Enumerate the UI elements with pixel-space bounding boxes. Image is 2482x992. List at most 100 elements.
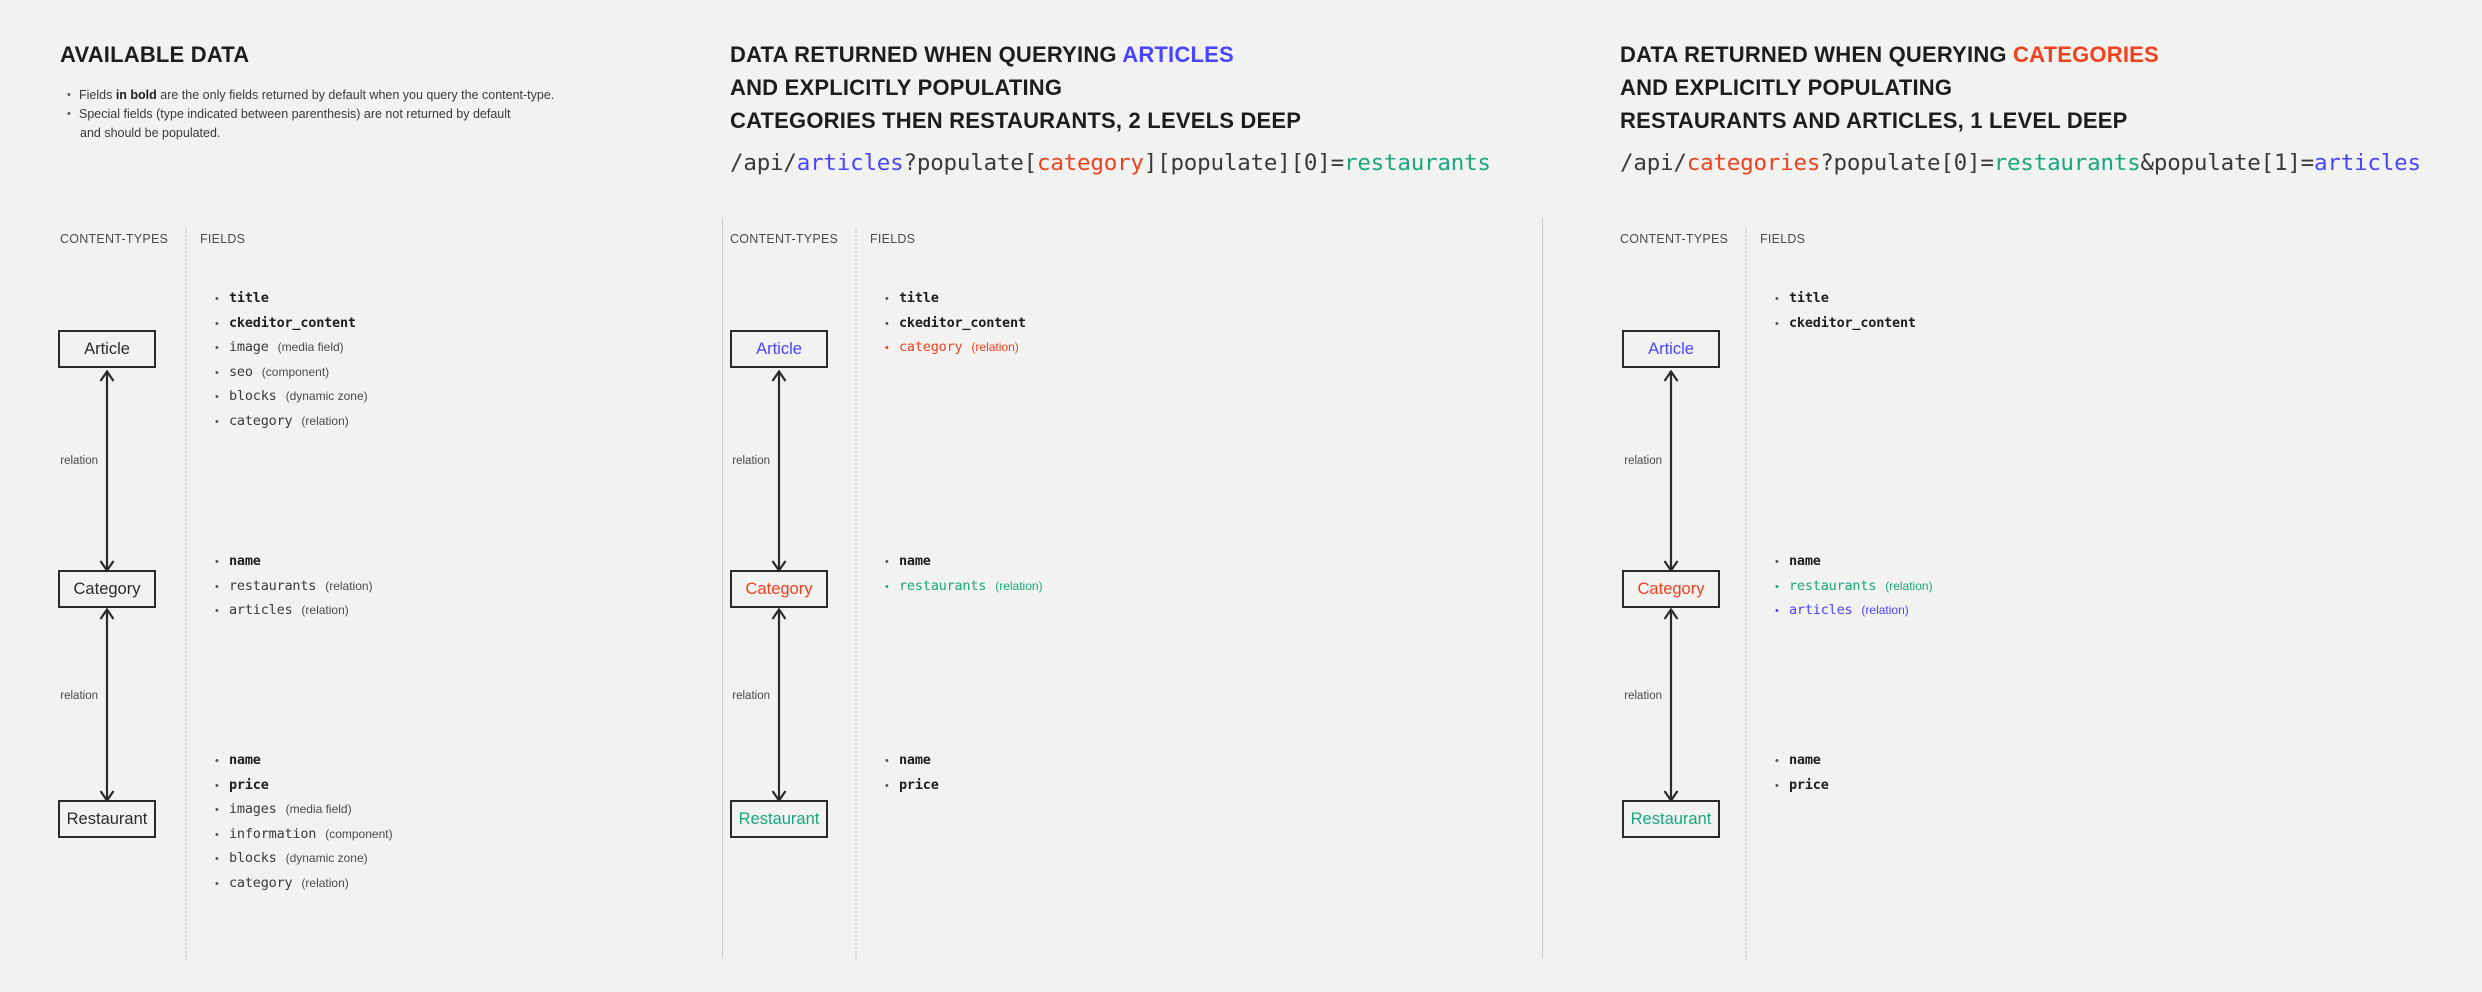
field-name: title <box>229 290 269 306</box>
caption-content-types: CONTENT-TYPES <box>60 232 169 246</box>
field-name: image <box>229 339 269 355</box>
endpoint-segment: restaurants <box>1993 150 2141 176</box>
field-row: • name <box>1775 752 1829 768</box>
field-name: articles <box>229 602 293 618</box>
heading-text: RESTAURANTS AND ARTICLES, 1 LEVEL DEEP <box>1620 108 2128 133</box>
field-name: category <box>899 339 963 355</box>
heading-text: DATA RETURNED WHEN QUERYING <box>1620 42 2014 67</box>
bullet-icon: • <box>885 342 889 354</box>
field-row: • images (media field) <box>215 801 393 817</box>
field-name: name <box>1789 752 1821 768</box>
endpoint-segment: &populate[1]= <box>2140 150 2315 176</box>
heading-line: AND EXPLICITLY POPULATING <box>1620 71 2159 104</box>
field-name: blocks <box>229 388 277 404</box>
entity-box-restaurant[interactable]: Restaurant <box>730 800 828 838</box>
field-name: restaurants <box>1789 577 1877 594</box>
field-type: (relation) <box>1861 603 1909 617</box>
bullet-icon: • <box>1775 605 1779 617</box>
field-name: name <box>899 553 931 569</box>
field-name: category <box>229 412 293 429</box>
relation-label: relation <box>1624 690 1662 702</box>
field-type: (relation) <box>995 578 1043 593</box>
entity-box-category[interactable]: Category <box>58 570 156 608</box>
field-row: •name <box>885 752 939 768</box>
bullet-icon: • <box>885 293 889 305</box>
field-group-category: •name•restaurants(relation)•articles(rel… <box>215 553 373 627</box>
field-name: ckeditor_content <box>1789 314 1916 331</box>
field-name: images <box>229 801 277 817</box>
bullet-icon: • <box>215 317 219 330</box>
heading-line: AVAILABLE DATA <box>60 42 250 67</box>
field-name: name <box>1789 553 1821 569</box>
field-row: •restaurants(relation) <box>1775 578 1933 594</box>
legend-note-bold: in bold <box>115 88 157 102</box>
bullet-icon: • <box>215 877 219 890</box>
entity-box-restaurant[interactable]: Restaurant <box>1622 800 1720 838</box>
fields-column-separator <box>855 228 857 960</box>
field-row: •seo(component) <box>215 364 368 380</box>
heading-line: DATA RETURNED WHEN QUERYING CATEGORIES <box>1620 38 2159 71</box>
entity-box-category[interactable]: Category <box>1622 570 1720 608</box>
bullet-icon: • <box>215 580 219 593</box>
relation-label: relation <box>1624 455 1662 467</box>
field-row: •name <box>1775 553 1933 569</box>
heading-line: RESTAURANTS AND ARTICLES, 1 LEVEL DEEP <box>1620 104 2159 137</box>
fields-column-separator <box>185 228 187 960</box>
field-row: • name <box>215 553 373 569</box>
heading-text: AND EXPLICITLY POPULATING <box>1620 75 1953 100</box>
field-row: •articles(relation) <box>215 602 373 618</box>
panel-available-data: AVAILABLE DATA Fields in bold are the onl… <box>0 0 722 992</box>
field-name: blocks <box>229 850 277 866</box>
field-type: (relation) <box>971 340 1019 354</box>
entity-box-restaurant[interactable]: Restaurant <box>58 800 156 838</box>
field-group-category: •name•restaurants(relation)•articles(rel… <box>1775 553 1933 627</box>
bullet-icon: • <box>215 556 219 568</box>
field-type: (relation) <box>301 413 349 428</box>
panel-querying-categories: DATA RETURNED WHEN QUERYING CATEGORIES AN… <box>1542 0 2482 992</box>
bullet-icon: • <box>885 580 889 593</box>
panel-divider <box>1542 218 1543 958</box>
bullet-icon: • <box>215 804 219 816</box>
caption-fields: FIELDS <box>870 232 916 246</box>
field-name: ckeditor_content <box>229 314 356 331</box>
entity-box-article[interactable]: Article <box>58 330 156 368</box>
endpoint-segment: ?populate[0]= <box>1820 150 1994 176</box>
bullet-icon: • <box>215 853 219 865</box>
bullet-icon: • <box>215 755 219 767</box>
field-group-article: •title•ckeditor_content•category(relatio… <box>885 290 1026 364</box>
bullet-icon: • <box>215 605 219 617</box>
field-type: (dynamic zone) <box>285 389 368 403</box>
field-name: title <box>899 290 939 306</box>
api-endpoint: /api/articles?populate[category][populat… <box>730 150 1491 176</box>
legend-notes: Fields in bold are the only fields retur… <box>64 86 554 142</box>
bullet-icon: • <box>885 317 889 330</box>
field-group-category: • name • restaurants (relation) <box>885 553 1043 602</box>
relation-label: relation <box>60 690 98 702</box>
field-type: (relation) <box>1885 578 1933 593</box>
heading-line: DATA RETURNED WHEN QUERYING ARTICLES <box>730 38 1301 71</box>
relation-arrow <box>768 370 790 572</box>
entity-box-category[interactable]: Category <box>730 570 828 608</box>
caption-content-types: CONTENT-TYPES <box>730 232 839 246</box>
entity-box-article[interactable]: Article <box>1622 330 1720 368</box>
legend-note: Fields in bold are the only fields retur… <box>79 86 554 104</box>
field-row: •name <box>215 752 393 768</box>
field-row: • name <box>885 553 1043 569</box>
bullet-icon: • <box>885 556 889 568</box>
heading-line: CATEGORIES THEN RESTAURANTS, 2 LEVELS DE… <box>730 104 1301 137</box>
endpoint-segment: category <box>1036 150 1144 176</box>
relation-arrow <box>96 370 118 572</box>
bullet-icon: • <box>1775 755 1779 767</box>
relation-arrow <box>1660 370 1682 572</box>
field-name: name <box>229 553 261 569</box>
field-name: restaurants <box>899 577 987 594</box>
field-name: information <box>229 825 317 842</box>
endpoint-segment: /api/ <box>730 150 797 176</box>
field-row: •blocks(dynamic zone) <box>215 850 393 866</box>
field-type: (media field) <box>285 802 352 816</box>
relation-label: relation <box>60 455 98 467</box>
entity-box-article[interactable]: Article <box>730 330 828 368</box>
relation-arrow <box>96 608 118 802</box>
caption-fields: FIELDS <box>1760 232 1806 246</box>
